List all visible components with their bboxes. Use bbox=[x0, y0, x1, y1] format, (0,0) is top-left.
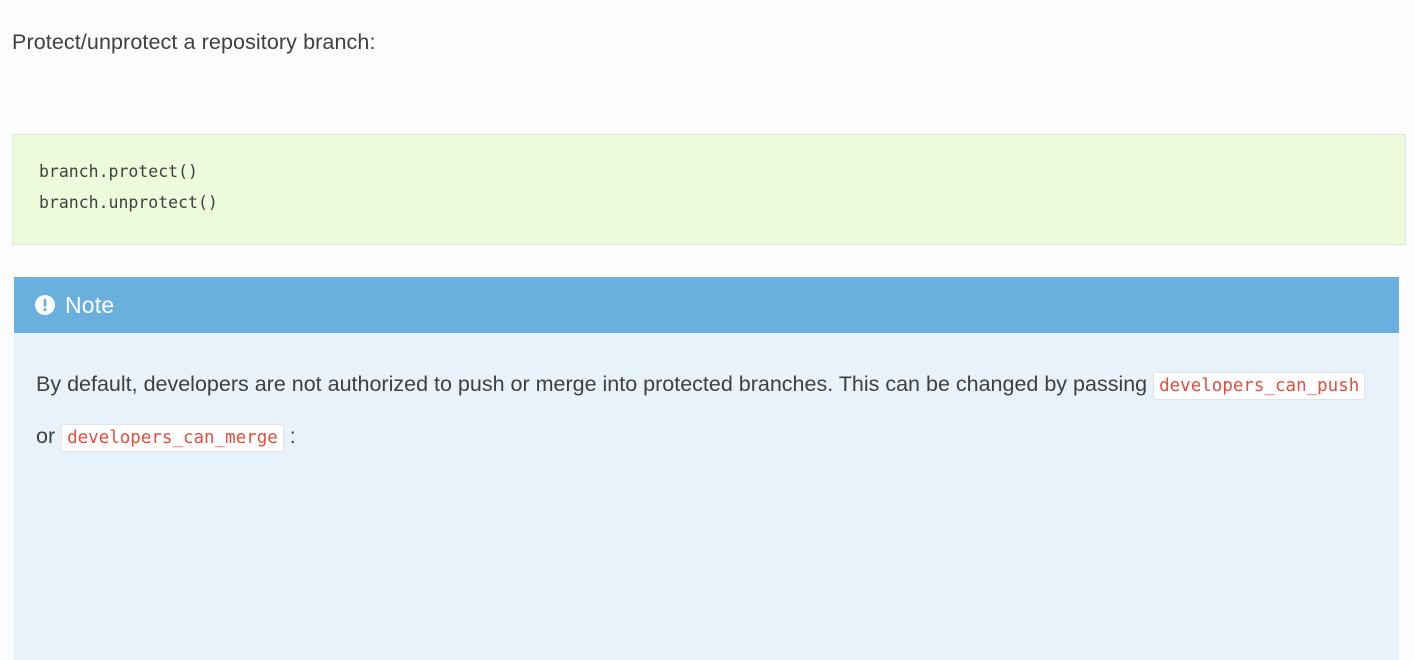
note-body: By default, developers are not authorize… bbox=[14, 333, 1399, 463]
intro-paragraph: Protect/unprotect a repository branch: bbox=[12, 30, 376, 54]
note-title: Note bbox=[65, 292, 115, 318]
note-admonition: Note By default, developers are not auth… bbox=[14, 277, 1399, 660]
note-paragraph: By default, developers are not authorize… bbox=[36, 359, 1377, 463]
inline-code-developers-can-push: developers_can_push bbox=[1153, 372, 1366, 400]
note-text-part-3: : bbox=[283, 424, 296, 448]
note-text-part-1: By default, developers are not authorize… bbox=[36, 372, 1154, 396]
note-header: Note bbox=[14, 277, 1399, 333]
code-block-protect-unprotect: branch.protect() branch.unprotect() bbox=[12, 133, 1406, 245]
exclamation-circle-icon bbox=[34, 294, 56, 316]
inline-code-developers-can-merge: developers_can_merge bbox=[61, 424, 284, 452]
note-text-part-2: or bbox=[36, 424, 62, 448]
